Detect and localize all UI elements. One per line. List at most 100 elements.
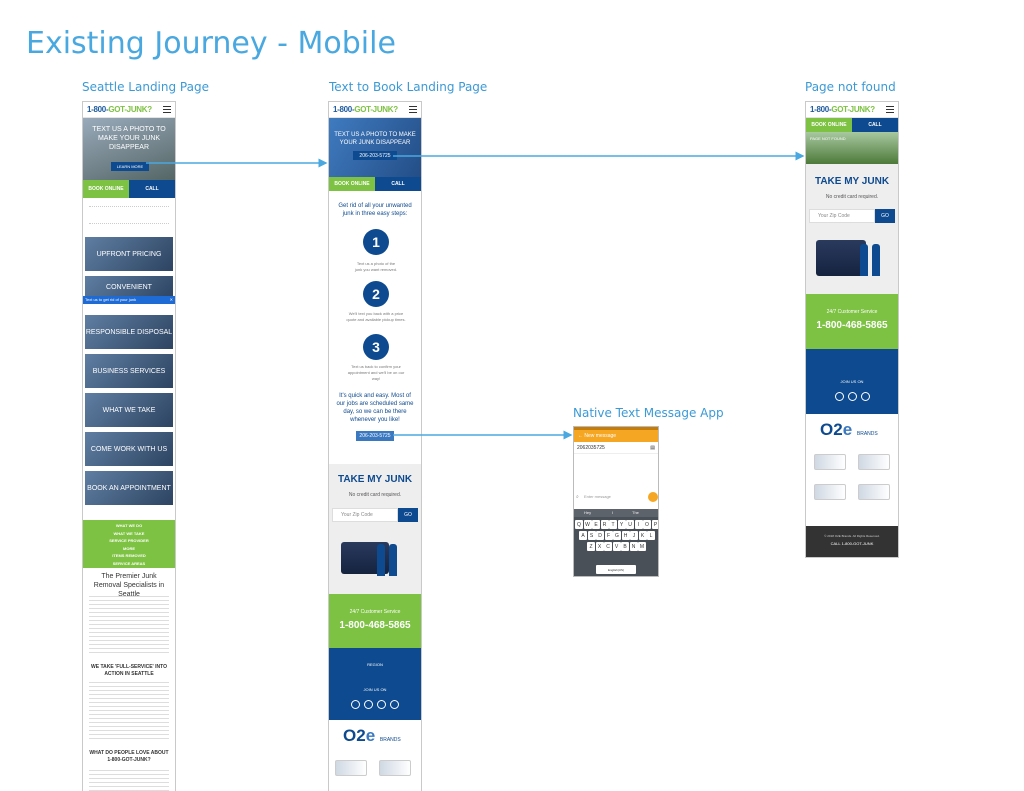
zip-input[interactable]: Your Zip Code bbox=[809, 209, 875, 223]
nav-item[interactable]: MORE bbox=[123, 545, 135, 551]
tile-convenient[interactable]: CONVENIENT bbox=[85, 276, 173, 298]
footer: JOIN US ON bbox=[806, 349, 898, 414]
key-q[interactable]: Q bbox=[575, 520, 583, 529]
tile-business-services[interactable]: BUSINESS SERVICES bbox=[85, 354, 173, 388]
call-button[interactable]: CALL bbox=[852, 118, 898, 132]
nav-item[interactable]: ITEMS REMOVED bbox=[112, 553, 146, 558]
learn-more-button[interactable]: LEARN MORE bbox=[111, 162, 149, 171]
key-x[interactable]: X bbox=[595, 542, 604, 551]
step-3-circle: 3 bbox=[363, 334, 389, 360]
youtube-icon[interactable] bbox=[377, 700, 386, 709]
intro-text: Get rid of all your unwanted junk in thr… bbox=[338, 203, 412, 217]
section-heading: WE TAKE 'FULL-SERVICE' INTO ACTION IN SE… bbox=[91, 664, 167, 677]
body-text bbox=[89, 770, 169, 791]
book-online-button[interactable]: BOOK ONLINE bbox=[83, 180, 129, 198]
youtube-icon[interactable] bbox=[860, 392, 870, 401]
compose-input[interactable]: Enter message bbox=[584, 494, 611, 499]
call-button[interactable]: CALL bbox=[375, 177, 421, 191]
phone-number[interactable]: 1-800-468-5865 bbox=[339, 620, 411, 631]
status-bar bbox=[574, 427, 658, 430]
nav-item[interactable]: SERVICE AREAS bbox=[112, 560, 146, 566]
back-icon[interactable]: ← bbox=[578, 433, 583, 439]
worker-image bbox=[872, 244, 880, 276]
nav-item[interactable]: WHAT WE TAKE bbox=[113, 530, 145, 536]
brand-truck bbox=[858, 454, 890, 470]
key-z[interactable]: Z bbox=[587, 542, 595, 551]
key-g[interactable]: G bbox=[613, 531, 621, 540]
tile-come-work-with-us[interactable]: COME WORK WITH US bbox=[85, 432, 173, 466]
key-i[interactable]: I bbox=[634, 520, 643, 529]
take-my-junk-section: TAKE MY JUNK No credit card required. Yo… bbox=[806, 164, 898, 294]
key-p[interactable]: P bbox=[651, 520, 658, 529]
send-icon[interactable] bbox=[648, 492, 658, 502]
zip-input[interactable]: Your Zip Code bbox=[332, 508, 398, 522]
copyright-bar: © 2018 O2E Brands. All Rights Reserved. … bbox=[806, 526, 898, 557]
hero-image: TEXT US A PHOTO TO MAKE YOUR JUNK DISAPP… bbox=[329, 118, 421, 180]
go-button[interactable]: GO bbox=[875, 209, 895, 223]
key-v[interactable]: V bbox=[612, 542, 621, 551]
brand-truck bbox=[814, 454, 846, 470]
key-a[interactable]: A bbox=[579, 531, 587, 540]
diagram-title: Existing Journey - Mobile bbox=[26, 26, 396, 61]
logo: 1-800-GOT-JUNK? bbox=[87, 105, 152, 114]
facebook-icon[interactable] bbox=[351, 700, 360, 709]
suggestion[interactable]: I bbox=[612, 510, 614, 515]
linkedin-icon[interactable] bbox=[390, 700, 399, 709]
key-o[interactable]: O bbox=[643, 520, 651, 529]
key-s[interactable]: S bbox=[587, 531, 596, 540]
suggestion[interactable]: Hey bbox=[584, 510, 592, 515]
key-j[interactable]: J bbox=[630, 531, 638, 540]
chat-bar[interactable]: Text us to get rid of your junk✕ bbox=[83, 296, 175, 304]
twitter-icon[interactable] bbox=[847, 392, 857, 401]
outro-text: It's quick and easy. Most of our jobs ar… bbox=[336, 393, 414, 423]
key-t[interactable]: T bbox=[609, 520, 617, 529]
suggestion-bar: Hey I The bbox=[574, 509, 658, 517]
menu-icon[interactable] bbox=[409, 106, 417, 113]
menu-icon[interactable] bbox=[886, 106, 894, 113]
go-button[interactable]: GO bbox=[398, 508, 418, 522]
tile-what-we-take[interactable]: WHAT WE TAKE bbox=[85, 393, 173, 427]
tile-book-appointment[interactable]: BOOK AN APPOINTMENT bbox=[85, 471, 173, 505]
attach-icon[interactable]: ⌕ bbox=[576, 494, 579, 500]
key-f[interactable]: F bbox=[604, 531, 613, 540]
key-n[interactable]: N bbox=[629, 542, 638, 551]
close-icon[interactable]: ✕ bbox=[169, 297, 173, 302]
key-y[interactable]: Y bbox=[617, 520, 626, 529]
phone-number[interactable]: 1-800-468-5865 bbox=[816, 320, 888, 331]
key-d[interactable]: D bbox=[596, 531, 604, 540]
contacts-icon[interactable]: ▤ bbox=[650, 445, 655, 451]
header: 1-800-GOT-JUNK? bbox=[329, 102, 421, 118]
hero-number-button[interactable]: 206-203-5725 bbox=[353, 151, 397, 160]
key-e[interactable]: E bbox=[592, 520, 600, 529]
recipient-field[interactable]: 2062035725▤ bbox=[574, 442, 658, 454]
step-2-text: We'll text you back with a price quote a… bbox=[346, 311, 406, 322]
key-m[interactable]: M bbox=[638, 542, 646, 551]
tile-upfront-pricing[interactable]: UPFRONT PRICING bbox=[85, 237, 173, 271]
key-u[interactable]: U bbox=[626, 520, 634, 529]
key-k[interactable]: K bbox=[638, 531, 647, 540]
key-r[interactable]: R bbox=[600, 520, 609, 529]
facebook-icon[interactable] bbox=[834, 392, 844, 401]
key-l[interactable]: L bbox=[647, 531, 655, 540]
menu-icon[interactable] bbox=[163, 106, 171, 113]
customer-service-section: 24/7 Customer Service 1-800-468-5865 bbox=[329, 594, 421, 648]
step-3-text: Text us back to confirm your appointment… bbox=[347, 364, 405, 381]
book-online-button[interactable]: BOOK ONLINE bbox=[806, 118, 852, 132]
call-button[interactable]: CALL bbox=[129, 180, 175, 198]
space-key[interactable]: English(US) bbox=[596, 565, 636, 574]
tile-responsible-disposal[interactable]: RESPONSIBLE DISPOSAL bbox=[85, 315, 173, 349]
twitter-icon[interactable] bbox=[364, 700, 373, 709]
nav-item[interactable]: WHAT WE DO bbox=[115, 523, 143, 528]
footer-link[interactable]: CALL 1-800-GOT-JUNK bbox=[830, 541, 874, 546]
key-c[interactable]: C bbox=[604, 542, 612, 551]
key-w[interactable]: W bbox=[583, 520, 592, 529]
book-online-button[interactable]: BOOK ONLINE bbox=[329, 177, 375, 191]
suggestion[interactable]: The bbox=[632, 510, 639, 515]
brand-truck bbox=[858, 484, 890, 500]
label-page-not-found: Page not found bbox=[805, 80, 896, 94]
key-h[interactable]: H bbox=[621, 531, 630, 540]
text-number-button[interactable]: 206-203-5725 bbox=[356, 431, 394, 441]
key-b[interactable]: B bbox=[621, 542, 629, 551]
nav-item[interactable]: SERVICE PROVIDER bbox=[109, 538, 149, 543]
